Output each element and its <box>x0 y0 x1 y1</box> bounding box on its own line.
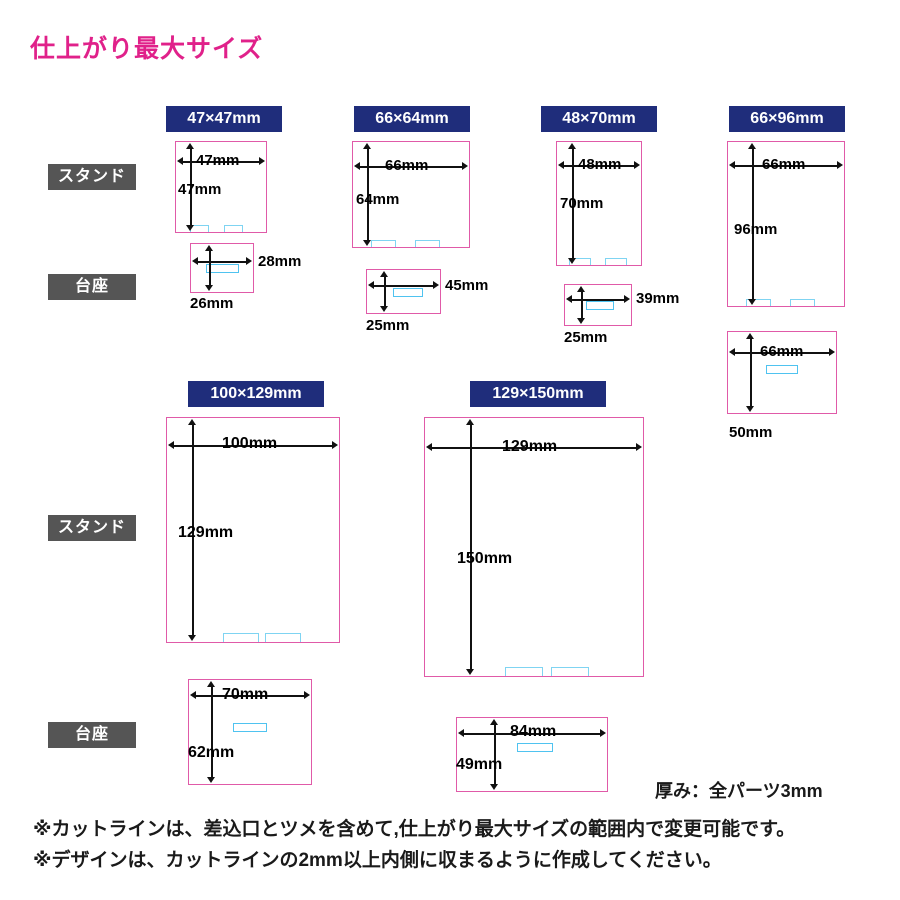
stand-panel-66x96 <box>727 141 845 307</box>
base-panel-66x64 <box>366 269 441 314</box>
thickness-note: 厚み：全パーツ3mm <box>655 781 823 801</box>
size-badge-47x47: 47×47mm <box>166 106 282 132</box>
width-label-129x150: 129mm <box>502 438 558 455</box>
slot-mark <box>206 264 239 273</box>
width-arrow-48x70 <box>558 161 640 170</box>
width-arrow-66x96 <box>729 161 843 170</box>
tab-notch-left <box>223 633 259 642</box>
stand-panel-66x64 <box>352 141 470 248</box>
base-height-arrow-66x96 <box>746 333 755 412</box>
base-height-arrow-48x70 <box>577 286 586 324</box>
tab-notch-right <box>224 225 243 232</box>
width-arrow-66x64 <box>354 162 468 171</box>
base-width-arrow-66x96 <box>729 348 835 357</box>
width-label-66x64: 66mm <box>385 157 429 174</box>
stand-panel-48x70 <box>556 141 642 266</box>
base-width-arrow-129x150 <box>458 729 606 738</box>
base-height-label-66x64: 45mm <box>445 277 489 294</box>
base-panel-47x47 <box>190 243 254 293</box>
row-label-stand-bottom: スタンド <box>48 515 136 541</box>
width-label-47x47: 47mm <box>196 152 240 169</box>
width-arrow-47x47 <box>177 157 265 166</box>
base-height-arrow-47x47 <box>205 245 214 291</box>
width-label-48x70: 48mm <box>578 156 622 173</box>
base-height-arrow-100x129 <box>207 681 216 783</box>
height-label-66x96: 96mm <box>734 221 778 238</box>
page-title: 仕上がり最大サイズ <box>30 35 264 63</box>
base-width-arrow-48x70 <box>566 295 630 304</box>
height-label-48x70: 70mm <box>560 195 604 212</box>
height-arrow-100x129 <box>188 419 197 641</box>
slot-mark <box>393 288 423 297</box>
stand-panel-100x129 <box>166 417 340 643</box>
tab-notch-right <box>415 240 440 247</box>
height-label-47x47: 47mm <box>178 181 222 198</box>
row-label-base-bottom: 台座 <box>48 722 136 748</box>
tab-notch-left <box>746 299 771 306</box>
base-width-label-66x64: 25mm <box>366 317 410 334</box>
base-width-label-129x150: 84mm <box>510 723 557 740</box>
slot-mark <box>517 743 553 752</box>
height-label-100x129: 129mm <box>178 524 234 541</box>
base-height-label-66x96: 50mm <box>729 424 773 441</box>
height-arrow-129x150 <box>466 419 475 675</box>
slot-mark <box>233 723 267 732</box>
footnote-1: ※カットラインは、差込口とツメを含めて,仕上がり最大サイズの範囲内で変更可能です… <box>33 819 796 840</box>
base-height-label-129x150: 49mm <box>456 756 503 773</box>
base-width-arrow-66x64 <box>368 281 439 290</box>
height-arrow-48x70 <box>568 143 577 264</box>
height-label-129x150: 150mm <box>457 550 513 567</box>
base-height-label-47x47: 28mm <box>258 253 302 270</box>
base-panel-100x129 <box>188 679 312 785</box>
width-label-100x129: 100mm <box>222 435 278 452</box>
base-width-arrow-100x129 <box>190 691 310 700</box>
size-badge-48x70: 48×70mm <box>541 106 657 132</box>
base-width-label-66x96: 66mm <box>760 343 804 360</box>
tab-notch-right <box>265 633 301 642</box>
stand-panel-129x150 <box>424 417 644 677</box>
row-label-stand-top: スタンド <box>48 164 136 190</box>
width-label-66x96: 66mm <box>762 156 806 173</box>
base-width-label-48x70: 25mm <box>564 329 608 346</box>
footnote-2: ※デザインは、カットラインの2mm以上内側に収まるように作成してください。 <box>33 850 722 871</box>
height-label-66x64: 64mm <box>356 191 400 208</box>
base-height-label-48x70: 39mm <box>636 290 680 307</box>
height-arrow-66x96 <box>748 143 757 305</box>
height-arrow-47x47 <box>186 143 195 231</box>
height-arrow-66x64 <box>363 143 372 246</box>
size-badge-100x129: 100×129mm <box>188 381 324 407</box>
width-arrow-129x150 <box>426 443 642 452</box>
tab-notch-left <box>505 667 543 676</box>
slot-mark <box>766 365 798 374</box>
tab-notch-right <box>790 299 815 306</box>
tab-notch-left <box>371 240 396 247</box>
tab-notch-right <box>551 667 589 676</box>
tab-notch-right <box>605 258 627 265</box>
base-height-arrow-66x64 <box>380 271 389 312</box>
base-width-label-47x47: 26mm <box>190 295 234 312</box>
base-panel-66x96 <box>727 331 837 414</box>
width-arrow-100x129 <box>168 441 338 450</box>
base-height-arrow-129x150 <box>490 719 499 790</box>
size-badge-129x150: 129×150mm <box>470 381 606 407</box>
row-label-base-top: 台座 <box>48 274 136 300</box>
base-width-arrow-47x47 <box>192 257 252 266</box>
base-panel-48x70 <box>564 284 632 326</box>
base-panel-129x150 <box>456 717 608 792</box>
slot-mark <box>586 301 614 310</box>
base-width-label-100x129: 70mm <box>222 686 269 703</box>
size-badge-66x96: 66×96mm <box>729 106 845 132</box>
base-height-label-100x129: 62mm <box>188 744 235 761</box>
size-badge-66x64: 66×64mm <box>354 106 470 132</box>
